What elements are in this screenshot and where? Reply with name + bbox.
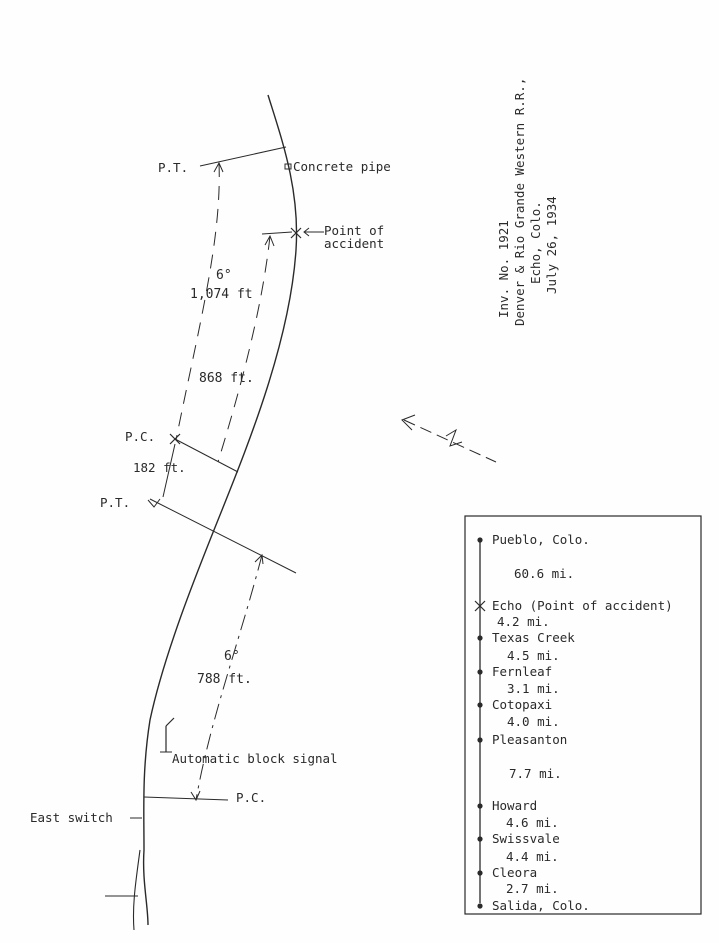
pc-bottom-line	[143, 796, 229, 801]
title-line-1: Inv. No. 1921	[496, 220, 511, 318]
legend-station-dot-icon	[477, 803, 483, 809]
curve2-arrow-bottom	[190, 790, 201, 802]
title-block: Inv. No. 1921 Denver & Rio Grande Wester…	[496, 78, 559, 326]
legend-station-name: Pleasanton	[492, 732, 567, 747]
dim-182-arrow	[147, 498, 161, 508]
title-line-4: July 26, 1934	[544, 196, 559, 294]
legend-station-dot-icon	[477, 836, 483, 842]
dim-868-line	[217, 235, 271, 463]
east-switch-label: East switch	[30, 810, 113, 825]
curve1-length-label: 1,074 ft	[190, 287, 253, 302]
pc-bottom-label: P.C.	[236, 790, 266, 805]
legend-distance: 4.0 mi.	[507, 714, 560, 729]
title-line-3: Echo, Colo.	[528, 201, 543, 284]
legend-station-name: Fernleaf	[492, 664, 552, 679]
station-legend: Pueblo, Colo. Echo (Point of accident) Tex…	[474, 532, 673, 913]
block-signal-icon	[160, 717, 175, 753]
legend-station-dot-icon	[477, 635, 483, 641]
point-of-label: Point of	[324, 223, 384, 238]
accident-cross-icon	[290, 227, 302, 239]
legend-accident-cross-icon	[474, 600, 486, 612]
legend-station-dot-icon	[477, 870, 483, 876]
legend-station-dot-icon	[477, 702, 483, 708]
accident-label: accident	[324, 236, 384, 251]
pt-top-label: P.T.	[158, 160, 188, 175]
concrete-pipe-icon	[284, 163, 292, 170]
legend-station-dot-icon	[477, 669, 483, 675]
legend-distance: 3.1 mi.	[507, 681, 560, 696]
curve2-dimension-line	[195, 554, 263, 801]
legend-station-name: Cotopaxi	[492, 697, 552, 712]
legend-box	[464, 515, 702, 915]
dim-868-arrow	[264, 234, 275, 247]
pt-mid-label: P.T.	[100, 495, 130, 510]
curve1-dimension-line	[175, 162, 220, 441]
curve2-length-label: 788 ft.	[197, 672, 252, 687]
pt-mid-line	[149, 498, 297, 574]
legend-distance: 7.7 mi.	[509, 766, 562, 781]
curve2-arrow-top	[254, 553, 264, 565]
legend-distance: 2.7 mi.	[506, 881, 559, 896]
legend-station-name: Pueblo, Colo.	[492, 532, 590, 547]
curve1-degree-label: 6°	[216, 268, 232, 283]
concrete-pipe-label: Concrete pipe	[293, 159, 391, 174]
legend-station-name: Echo (Point of accident)	[492, 598, 673, 613]
dist-182-label: 182 ft.	[133, 460, 186, 475]
legend-station-dot-icon	[477, 737, 483, 743]
pc-mid-label: P.C.	[125, 429, 155, 444]
legend-station-name: Texas Creek	[492, 630, 575, 645]
dim-182-line	[162, 443, 176, 498]
legend-station-dot-icon	[477, 903, 483, 909]
title-line-2: Denver & Rio Grande Western R.R.,	[512, 78, 527, 326]
legend-station-dot-icon	[477, 537, 483, 543]
dim-868-label: 868 ft.	[199, 371, 254, 386]
dim-868-top-line	[261, 231, 293, 235]
legend-distance: 4.2 mi.	[497, 614, 550, 629]
curve2-degree-label: 6°	[224, 649, 240, 664]
legend-distance: 4.5 mi.	[507, 648, 560, 663]
main-track-line	[142, 94, 298, 926]
side-track-stub	[132, 849, 141, 931]
legend-station-name: Swissvale	[492, 831, 560, 846]
pc-mid-line	[174, 438, 239, 473]
legend-distance: 4.4 mi.	[506, 849, 559, 864]
legend-distance: 60.6 mi.	[514, 566, 574, 581]
legend-station-name: Howard	[492, 798, 537, 813]
pt-top-line	[199, 146, 287, 167]
legend-station-name: Cleora	[492, 865, 537, 880]
legend-distance: 4.6 mi.	[506, 815, 559, 830]
curve1-arrow-top	[213, 161, 224, 173]
direction-arrow-icon	[401, 414, 497, 463]
legend-station-name: Salida, Colo.	[492, 898, 590, 913]
block-signal-label: Automatic block signal	[172, 751, 338, 766]
accident-pointer-head	[303, 227, 310, 237]
